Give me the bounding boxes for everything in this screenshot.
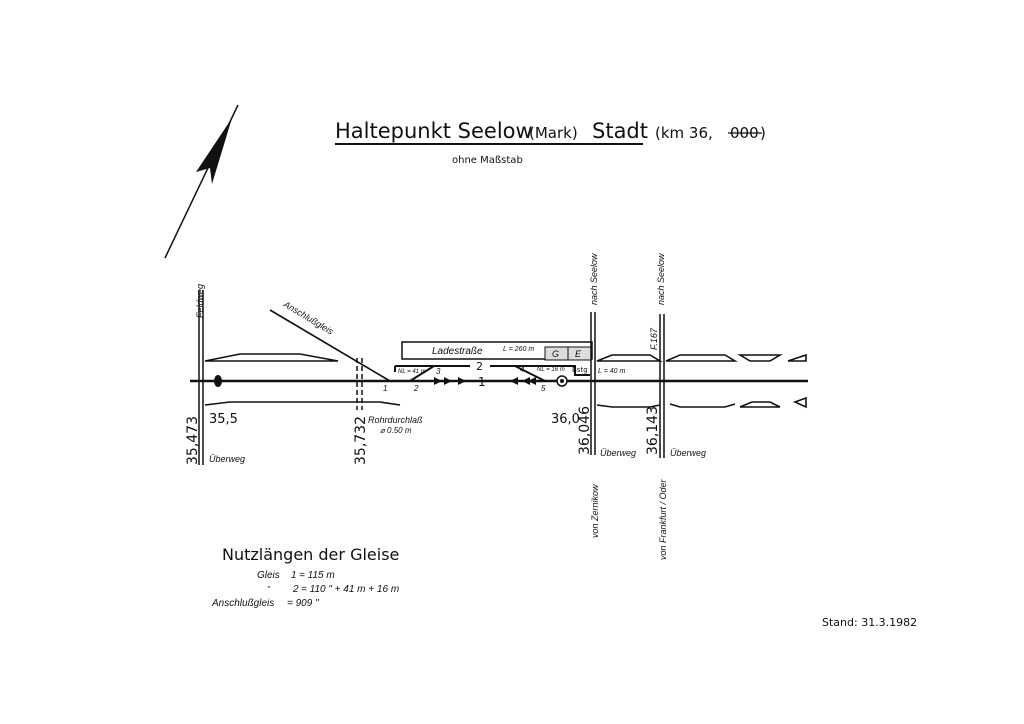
culvert-km: 35,732 [353,416,369,465]
stand-date: Stand: 31.3.1982 [822,616,917,629]
subtitle: ohne Maßstab [452,155,523,166]
buffer-icon [214,375,222,387]
zernikow-crossing: Überweg [600,448,636,458]
culvert-label: Rohrdurchlaß [368,415,423,425]
zernikow-km-short: 36,0 [551,412,580,427]
feldweg-label: Feldweg [195,284,205,318]
switch-3: 3 [436,367,441,376]
track-1-label: 1 [478,375,486,389]
zernikow-from: von Zernikow [590,484,600,538]
zernikow-to: nach Seelow [589,253,599,305]
frankfurt-km: 36,143 [645,406,661,455]
zernikow-km: 36,046 [577,406,593,455]
road-frankfurt [659,314,665,458]
title-km-prefix: (km 36, [655,124,713,142]
switch-4: 4 [520,365,525,374]
loading-road-length: L = 260 m [503,346,534,353]
road-feldweg [198,290,204,465]
direction-arrows-left [510,377,536,385]
lengths-row-3-value: = 909 " [287,598,319,609]
direction-arrows-right [434,377,466,385]
frankfurt-to: nach Seelow [656,253,666,305]
loading-road-label: Ladestraße [432,346,483,357]
track-2 [394,365,590,382]
switch-2: 2 [413,384,419,393]
culvert [356,358,363,410]
lengths-row-2-label: " [267,585,271,594]
platform-label: Bstg [572,366,588,374]
lengths-row-1-value: = 115 m [299,570,335,581]
culvert-diameter: ⌀ 0.50 m [380,426,412,435]
lengths-row-2-track: 2 [292,584,299,595]
title-main: Haltepunkt Seelow [335,119,533,143]
siding-track [269,309,391,382]
switch-1: 1 [383,384,387,393]
lengths-row-3-label: Anschlußgleis [211,598,274,609]
frankfurt-from: von Frankfurt / Oder [658,478,668,560]
goods-shed-label: G [552,349,559,359]
feldweg-km: 35,473 [185,416,201,465]
embankments [204,353,807,409]
nl-right: NL = 16 m [537,367,565,373]
siding-label: Anschlußgleis [281,299,335,337]
frankfurt-crossing: Überweg [670,448,706,458]
loading-road [401,341,593,360]
platform-length: L = 40 m [598,368,625,375]
nl-left: NL = 41 m [398,369,426,375]
road-zernikow [590,312,596,455]
north-arrow-icon [164,104,239,259]
e-building-label: E [575,349,582,359]
frankfurt-id: F.167 [649,327,659,350]
signal-icon [556,375,568,387]
feldweg-km-short: 35,5 [209,412,238,427]
title-km-suffix: ) [760,124,766,142]
lengths-row-2-value: = 110 " + 41 m + 16 m [301,584,399,595]
switch-5: 5 [541,384,546,393]
track-2-label: 2 [476,360,483,373]
lengths-heading: Nutzlängen der Gleise [222,545,399,564]
title-stadt: Stadt [592,119,648,143]
title-mark: (Mark) [529,124,578,142]
feldweg-crossing: Überweg [209,454,245,464]
lengths-row-1-track: 1 [291,570,297,581]
lengths-row-1-label: Gleis [257,570,280,581]
